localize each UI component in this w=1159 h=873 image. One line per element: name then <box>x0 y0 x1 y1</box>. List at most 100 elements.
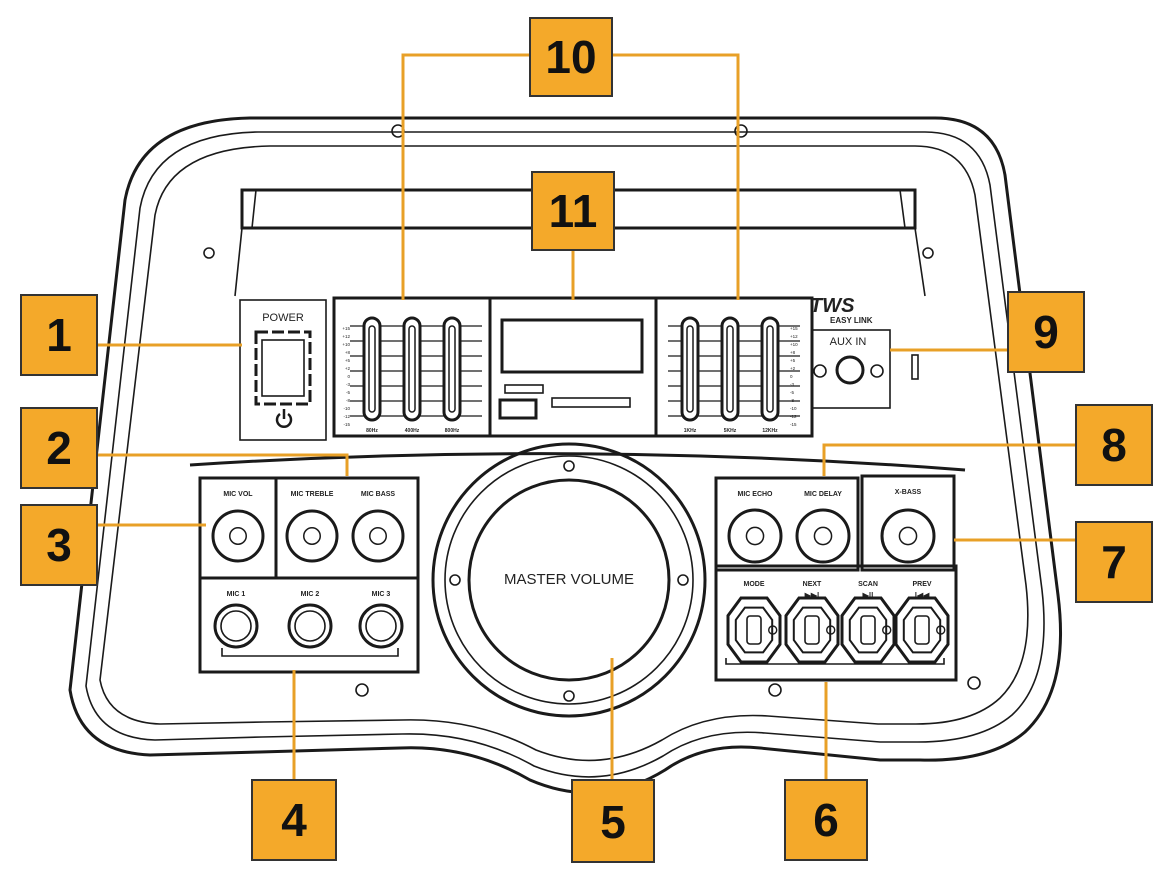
eq-left-scale-label: -5 <box>346 390 350 395</box>
eq-left-scale-label: +12 <box>342 334 350 339</box>
screw <box>355 683 369 697</box>
callout-6: 6 <box>784 779 868 861</box>
leader-10 <box>612 53 740 300</box>
screw <box>203 247 215 259</box>
led-indicator <box>813 364 827 378</box>
master-volume-knob[interactable] <box>467 478 671 682</box>
callout-8: 8 <box>1075 404 1153 486</box>
callout-2: 2 <box>20 407 98 489</box>
mic-input-label: MIC 3 <box>372 591 391 598</box>
usb-port[interactable] <box>498 398 538 420</box>
fx-knob-label: MIC DELAY <box>804 491 842 498</box>
eq-left-scale-label: -10 <box>343 406 350 411</box>
eq-right-scale-label: 0 <box>790 374 793 379</box>
knob-center <box>813 526 833 546</box>
button-inner <box>848 606 888 654</box>
eq-right-scale-label: +5 <box>790 358 796 363</box>
mic-input-label: MIC 1 <box>227 591 246 598</box>
mic-knob-block <box>198 476 420 674</box>
eq-left-slider-800Hz[interactable] <box>442 316 462 422</box>
transport-glyph: ▶▶| <box>804 591 820 600</box>
eq-right-band-label: 1KHz <box>684 428 697 434</box>
slider-track <box>766 325 774 413</box>
eq-left-band-label: 800Hz <box>445 428 460 434</box>
svg-text:7: 7 <box>1101 536 1127 588</box>
svg-text:8: 8 <box>1101 419 1127 471</box>
button-led <box>936 625 946 635</box>
mic-knob-label: MIC BASS <box>361 491 396 498</box>
eq-right-slider-12KHz[interactable] <box>760 316 780 422</box>
eq-right-scale-label: +15 <box>790 326 798 331</box>
eq-left-scale-label: -3 <box>346 382 350 387</box>
power-icon <box>275 409 293 428</box>
easy-link-label: EASY LINK <box>830 316 873 325</box>
jack-ring <box>220 610 252 642</box>
mic-input-label: MIC 2 <box>301 591 320 598</box>
callout-7: 7 <box>1075 521 1153 603</box>
leader-8 <box>822 443 1076 476</box>
eq-left-scale-label: +15 <box>342 326 350 331</box>
transport-glyph: |◀◀ <box>915 591 930 600</box>
eq-right-scale-label: -12 <box>790 414 797 419</box>
slider-track <box>726 325 734 413</box>
mic-knob-label: MIC TREBLE <box>291 491 334 498</box>
button-led <box>882 625 892 635</box>
eq-right-slider-5KHz[interactable] <box>720 316 740 422</box>
svg-text:1: 1 <box>46 309 72 361</box>
callout-9: 9 <box>1007 291 1085 373</box>
master-volume-label: MASTER VOLUME <box>504 571 634 588</box>
svg-text:9: 9 <box>1033 306 1059 358</box>
sd-card-slot[interactable] <box>551 397 631 408</box>
master-volume-section: MASTER VOLUME <box>431 442 707 718</box>
eq-left-slider-80Hz[interactable] <box>362 316 382 422</box>
svg-text:10: 10 <box>545 31 596 83</box>
transport-bracket <box>725 658 945 665</box>
button-core <box>804 615 820 645</box>
eq-left-scale-label: +10 <box>342 342 350 347</box>
leader-2 <box>98 453 349 476</box>
fx-knob-1[interactable] <box>727 508 783 564</box>
button-led <box>768 625 778 635</box>
mic-knob-2[interactable] <box>285 509 339 563</box>
aux-in-jack[interactable] <box>835 355 865 385</box>
panel-divider <box>189 452 966 472</box>
eq-right-band-label: 5KHz <box>724 428 737 434</box>
svg-text:5: 5 <box>600 796 626 848</box>
jack-ring <box>365 610 397 642</box>
eq-right-scale-label: +10 <box>790 342 798 347</box>
power-switch[interactable] <box>254 330 312 406</box>
aux-in-label: AUX IN <box>830 336 867 348</box>
eq-left-scale-label: -12 <box>343 414 350 419</box>
svg-text:6: 6 <box>813 794 839 846</box>
brand-area: TWS EASY LINK <box>810 295 873 325</box>
button-core <box>914 615 930 645</box>
knob-center <box>369 527 387 545</box>
eq-left-slider-400Hz[interactable] <box>402 316 422 422</box>
button-inner <box>902 606 942 654</box>
brand-logo: TWS <box>810 295 855 317</box>
mic-input-bracket <box>221 648 399 657</box>
fx-knob-2[interactable] <box>795 508 851 564</box>
button-inner <box>792 606 832 654</box>
handle-recess <box>234 188 926 297</box>
mic-knob-3[interactable] <box>351 509 405 563</box>
mic-knob-1[interactable] <box>211 509 265 563</box>
knob-center <box>229 527 247 545</box>
power-section: POWER <box>239 299 327 441</box>
svg-text:3: 3 <box>46 519 72 571</box>
button-led <box>826 625 836 635</box>
power-label: POWER <box>262 312 304 324</box>
transport-label: SCAN <box>858 581 878 588</box>
aux-section: AUX IN <box>811 329 919 409</box>
eq-right-slider-1KHz[interactable] <box>680 316 700 422</box>
eq-left-scale-label: -8 <box>346 398 350 403</box>
fx-knob-3[interactable] <box>880 508 936 564</box>
svg-text:11: 11 <box>549 185 598 237</box>
eq-right-band-label: 12KHz <box>762 428 778 434</box>
